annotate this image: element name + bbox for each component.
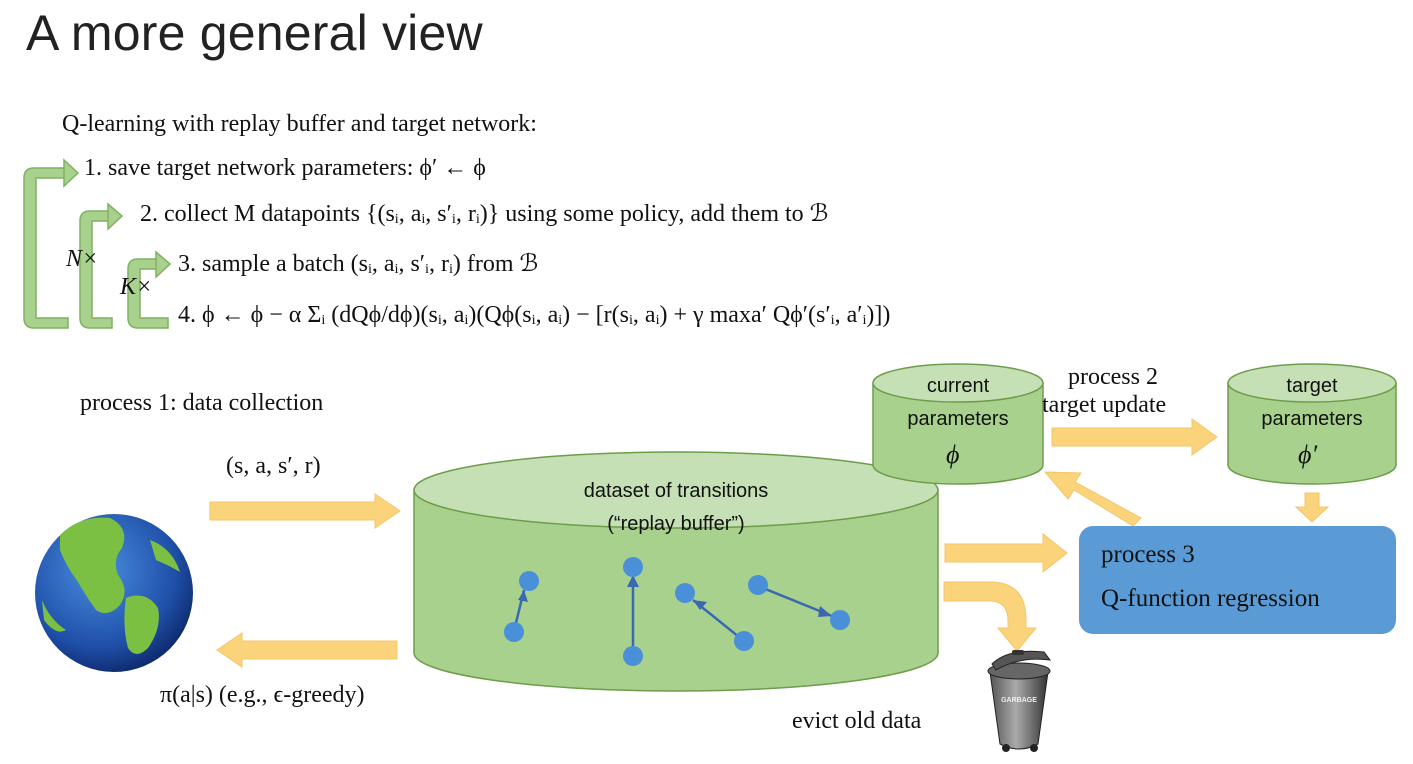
algorithm-step-3: 3. sample a batch (sᵢ, aᵢ, s′ᵢ, rᵢ) from… <box>178 249 538 278</box>
process3-to-current-arrow <box>1043 471 1142 527</box>
current-params-line2: parameters <box>907 408 1009 430</box>
step-1-text: 1. save target network parameters: ϕ′ ← … <box>84 155 486 181</box>
target-parameters-cylinder <box>1227 363 1397 485</box>
transition-dot-points <box>504 557 850 666</box>
sample-arrow <box>944 532 1068 574</box>
buffer-label-line2: (“replay buffer”) <box>607 513 745 535</box>
earth-icon <box>35 514 193 672</box>
algorithm-step-1: 1. save target network parameters: ϕ′ ← … <box>84 155 486 182</box>
policy-label: π(a|s) (e.g., ϵ-greedy) <box>160 682 365 708</box>
loop-count-k: K× <box>120 274 153 300</box>
loop-bracket-k <box>127 250 172 329</box>
process2-line2: target update <box>1042 392 1167 418</box>
current-params-symbol: ϕ <box>946 440 960 469</box>
process3-line2: Q-function regression <box>1101 585 1320 612</box>
garbage-can-icon: GARBAGE <box>987 650 1052 752</box>
process1-label: process 1: data collection <box>80 390 324 416</box>
process3-line1: process 3 <box>1101 541 1195 568</box>
transition-arrow <box>209 493 401 529</box>
evict-label: evict old data <box>792 708 922 734</box>
target-params-line1: target <box>1286 375 1338 397</box>
process2-line1: process 2 <box>1068 364 1158 390</box>
evict-arrow <box>943 581 1038 652</box>
buffer-label-line1: dataset of transitions <box>583 480 769 502</box>
current-params-line1: current <box>926 375 990 397</box>
step-2-text: 2. collect M datapoints {(sᵢ, aᵢ, s′ᵢ, r… <box>140 201 829 227</box>
loop-bracket-n <box>23 158 80 329</box>
policy-arrow <box>216 632 398 668</box>
transition-tuple-label: (s, a, s′, r) <box>226 453 321 479</box>
algorithm-step-4: 4. ϕ ← ϕ − α Σᵢ (dQϕ/dϕ)(sᵢ, aᵢ)(Qϕ(sᵢ, … <box>178 302 890 329</box>
current-parameters-cylinder <box>872 363 1044 485</box>
algorithm-step-2: 2. collect M datapoints {(sᵢ, aᵢ, s′ᵢ, r… <box>140 199 829 228</box>
loop-count-n: N× <box>66 246 99 272</box>
garbage-label: GARBAGE <box>1001 697 1037 704</box>
target-to-process3-arrow <box>1294 492 1330 523</box>
target-update-arrow <box>1051 418 1218 456</box>
loop-bracket-outer-inner <box>79 202 124 329</box>
transition-dots <box>512 575 833 656</box>
step-4-text: 4. ϕ ← ϕ − α Σᵢ (dQϕ/dϕ)(sᵢ, aᵢ)(Qϕ(sᵢ, … <box>178 302 891 328</box>
step-3-text: 3. sample a batch (sᵢ, aᵢ, s′ᵢ, rᵢ) from… <box>178 251 539 277</box>
process3-box <box>1079 526 1396 634</box>
target-params-line2: parameters <box>1261 408 1363 430</box>
algorithm-heading: Q-learning with replay buffer and target… <box>62 111 537 137</box>
slide-title: A more general view <box>26 5 483 61</box>
target-params-symbol: ϕ′ <box>1298 440 1318 469</box>
